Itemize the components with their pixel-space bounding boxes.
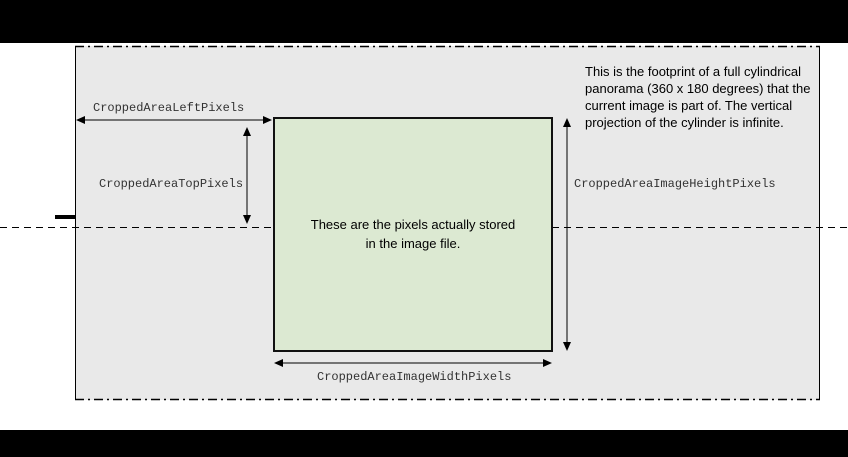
cropped-caption-line1: These are the pixels actually stored xyxy=(310,217,516,233)
footprint-note: This is the footprint of a full cylindri… xyxy=(585,64,811,130)
cropped-area-caption: These are the pixels actually stored in … xyxy=(311,216,516,252)
cropped-caption-line2: in the image file. xyxy=(365,235,461,251)
label-cropped-area-top-pixels: CroppedAreaTopPixels xyxy=(99,177,244,191)
label-cropped-area-image-width-pixels: CroppedAreaImageWidthPixels xyxy=(317,370,512,384)
cropped-area-box: These are the pixels actually stored in … xyxy=(273,117,553,352)
label-cropped-area-left-pixels: CroppedAreaLeftPixels xyxy=(93,101,245,115)
label-cropped-area-image-height-pixels: CroppedAreaImageHeightPixels xyxy=(574,177,776,191)
